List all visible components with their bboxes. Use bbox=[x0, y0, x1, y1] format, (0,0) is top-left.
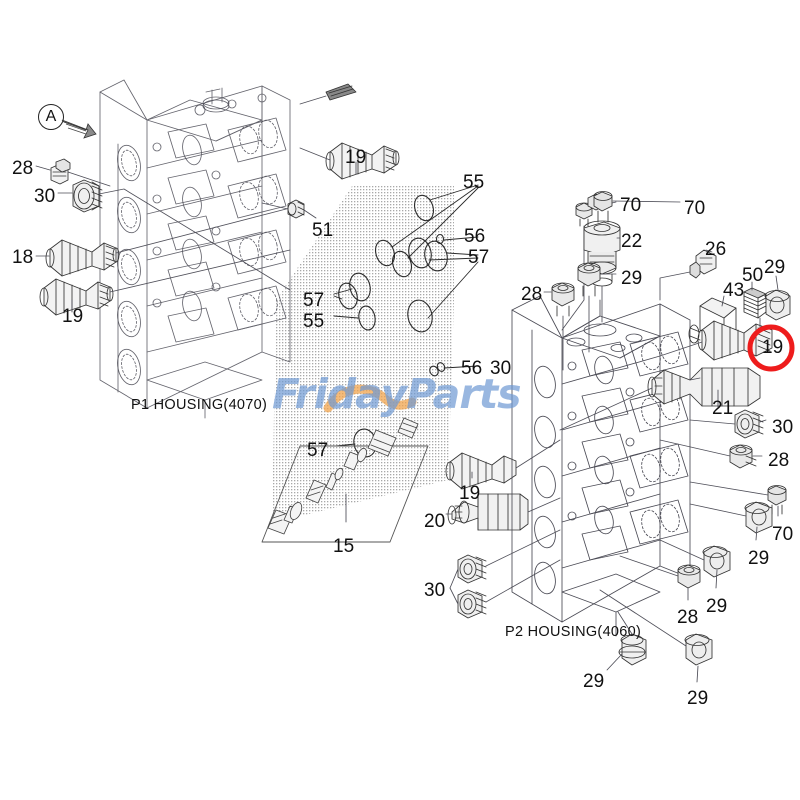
oring-56-b bbox=[429, 365, 439, 377]
p1-ports bbox=[117, 93, 278, 386]
caption-p1-housing: P1 HOUSING(4070) bbox=[131, 397, 268, 413]
part-26 bbox=[689, 249, 717, 279]
callout-29-bottom-b: 29 bbox=[687, 688, 709, 709]
leader-29-right-upper bbox=[775, 275, 779, 291]
callout-28-bottom: 28 bbox=[677, 607, 699, 628]
callout-19-highlighted: 19 bbox=[762, 337, 784, 358]
part-19-top bbox=[325, 142, 400, 180]
part-18 bbox=[45, 239, 120, 277]
callout-21: 21 bbox=[712, 398, 734, 419]
callout-29-ru: 29 bbox=[764, 257, 786, 278]
callout-18: 18 bbox=[12, 247, 34, 268]
callout-19-top: 19 bbox=[345, 147, 367, 168]
oring-57-b bbox=[424, 240, 448, 272]
part-29-top bbox=[577, 262, 601, 297]
callout-29-lr: 29 bbox=[706, 596, 728, 617]
part-28-bottom bbox=[677, 564, 701, 589]
p2-housing-body bbox=[511, 295, 691, 637]
callout-57-a: 57 bbox=[468, 247, 490, 268]
leader-30-lower-b bbox=[449, 587, 459, 605]
callout-29-bottom-a: 29 bbox=[583, 671, 605, 692]
leader-29-bottom-b bbox=[696, 665, 699, 683]
callout-26: 26 bbox=[705, 239, 727, 260]
part-19-left bbox=[39, 278, 114, 316]
part-28-right bbox=[729, 444, 757, 469]
oring-55-d bbox=[358, 305, 376, 331]
callout-22: 22 bbox=[621, 231, 643, 252]
callout-20: 20 bbox=[424, 511, 446, 532]
oring-56-c bbox=[436, 362, 446, 372]
callout-50: 50 bbox=[742, 265, 764, 286]
part-29-right-upper bbox=[764, 289, 791, 321]
leader-30-right bbox=[759, 419, 767, 423]
oring-57-a bbox=[408, 237, 432, 269]
leader-28-left bbox=[35, 165, 51, 171]
callout-28-right: 28 bbox=[768, 450, 790, 471]
callout-70-b: 70 bbox=[620, 195, 642, 216]
leader-29-bottom-a bbox=[606, 653, 623, 671]
callout-55-a: 55 bbox=[463, 172, 485, 193]
part-28-p2 bbox=[551, 282, 575, 317]
callout-28-p2: 28 bbox=[521, 284, 543, 305]
detail-marker-a: A bbox=[38, 104, 64, 130]
part-29-right-mid bbox=[744, 501, 773, 534]
part-28-left bbox=[50, 158, 71, 185]
callout-51: 51 bbox=[312, 220, 334, 241]
callout-57-b: 57 bbox=[303, 290, 325, 311]
part-15-assembly bbox=[261, 417, 429, 543]
part-20 bbox=[447, 493, 529, 531]
leader-51 bbox=[303, 209, 317, 219]
callout-70-a: 70 bbox=[684, 198, 706, 219]
leader-30-lower-a bbox=[449, 568, 459, 589]
part-70-c bbox=[593, 191, 613, 223]
caption-p2-housing: P2 HOUSING(4060) bbox=[505, 624, 642, 640]
callout-56-b: 56 bbox=[461, 358, 483, 379]
oring-56-a bbox=[435, 233, 445, 245]
callout-70-right: 70 bbox=[772, 524, 794, 545]
callout-29-top: 29 bbox=[621, 268, 643, 289]
callout-30-lower: 30 bbox=[424, 580, 446, 601]
callout-28-left: 28 bbox=[12, 158, 34, 179]
callout-55-b: 55 bbox=[303, 311, 325, 332]
stipple-region bbox=[272, 186, 454, 523]
leader-26 bbox=[705, 249, 713, 253]
callout-43: 43 bbox=[723, 280, 745, 301]
part-29-lower-right bbox=[702, 545, 731, 578]
oring-55-b bbox=[374, 239, 396, 267]
detail-arrow-a bbox=[61, 119, 97, 139]
leader-29-right-mid bbox=[755, 526, 758, 541]
callout-56-a: 56 bbox=[464, 226, 486, 247]
highlight-circle-19 bbox=[747, 324, 795, 372]
callout-57-c: 57 bbox=[307, 440, 329, 461]
callout-30-left: 30 bbox=[34, 186, 56, 207]
callout-19-lower: 19 bbox=[459, 483, 481, 504]
part-21 bbox=[647, 367, 761, 407]
callout-29-rm: 29 bbox=[748, 548, 770, 569]
p1-housing-body bbox=[99, 79, 291, 419]
callout-15: 15 bbox=[333, 536, 355, 557]
callout-30-right: 30 bbox=[772, 417, 794, 438]
part-30-left bbox=[72, 179, 103, 213]
part-51 bbox=[287, 199, 305, 219]
oring-55-c bbox=[391, 250, 413, 278]
part-30-lower-a bbox=[457, 554, 487, 584]
p1-top-studs bbox=[202, 87, 230, 113]
leader-70-b bbox=[612, 200, 681, 203]
callout-30-mid: 30 bbox=[490, 358, 512, 379]
callout-19-left: 19 bbox=[62, 306, 84, 327]
leader-29-lower-right bbox=[715, 569, 718, 589]
part-70-a bbox=[575, 202, 593, 227]
oring-55-a bbox=[413, 194, 435, 222]
part-30-lower-b bbox=[457, 589, 487, 619]
part-19-lower bbox=[445, 452, 517, 490]
part-29-bottom-b bbox=[684, 633, 713, 666]
leader-43 bbox=[721, 295, 725, 307]
